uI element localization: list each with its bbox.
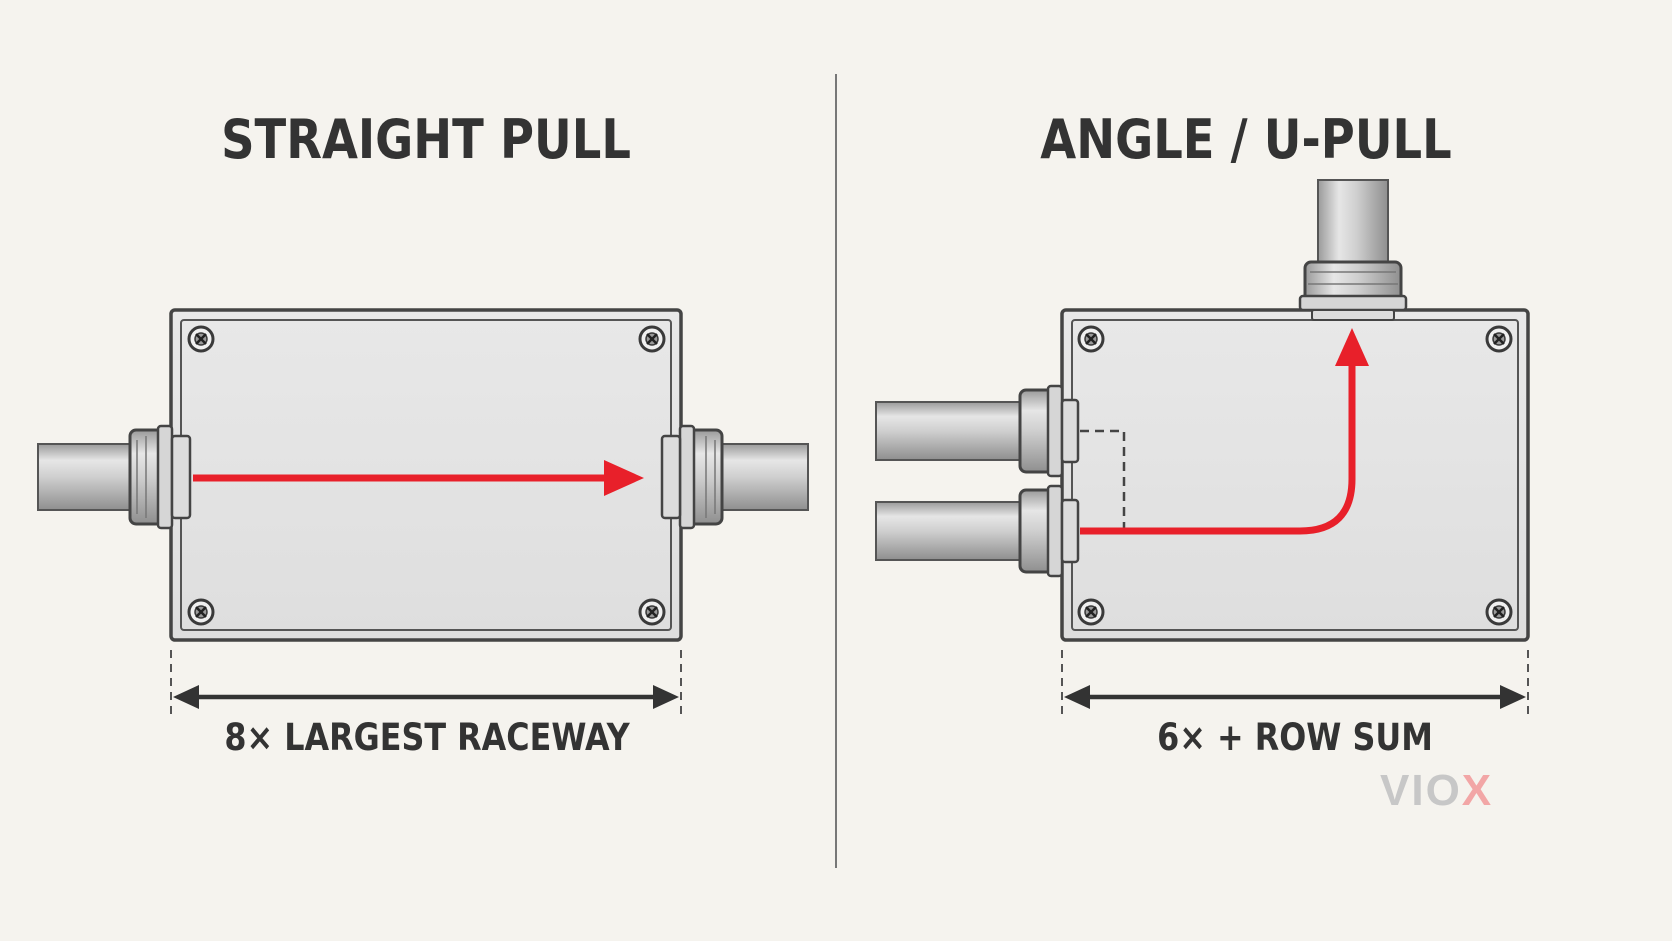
- angle-pull-diagram: [875, 179, 1530, 718]
- straight-pull-caption: 8× LARGEST RACEWAY: [224, 716, 630, 759]
- straight-pull-arrow: [193, 460, 644, 496]
- screw-icon: [638, 325, 666, 353]
- screw-icon: [1077, 598, 1105, 626]
- logo-text-main: VIO: [1380, 766, 1462, 815]
- fitting-lower-left: [1018, 484, 1080, 578]
- conduit-right: [715, 443, 809, 511]
- screw-icon: [187, 325, 215, 353]
- conduit-lower-left: [875, 501, 1025, 561]
- angle-pull-title: ANGLE / U-PULL: [1040, 108, 1452, 171]
- dimension-line-right: [1061, 650, 1529, 718]
- conduit-upper-left: [875, 401, 1025, 461]
- angle-pull-caption: 6× + ROW SUM: [1157, 716, 1433, 759]
- dimension-line-left: [170, 650, 682, 718]
- fitting-upper-left: [1018, 384, 1080, 478]
- screw-icon: [1485, 598, 1513, 626]
- fitting-right: [660, 424, 724, 530]
- fitting-left: [128, 424, 192, 530]
- angle-pull-arrow: [1080, 328, 1369, 535]
- screw-icon: [638, 598, 666, 626]
- logo-text-accent: X: [1461, 766, 1494, 815]
- conduit-top: [1317, 179, 1389, 271]
- fitting-top: [1298, 260, 1408, 321]
- pull-box: [1060, 308, 1530, 642]
- conduit-left: [37, 443, 139, 511]
- straight-pull-diagram: [37, 308, 809, 718]
- viox-logo: VIOX: [1380, 766, 1550, 816]
- screw-icon: [1485, 325, 1513, 353]
- screw-icon: [187, 598, 215, 626]
- straight-pull-title: STRAIGHT PULL: [221, 108, 631, 171]
- screw-icon: [1077, 325, 1105, 353]
